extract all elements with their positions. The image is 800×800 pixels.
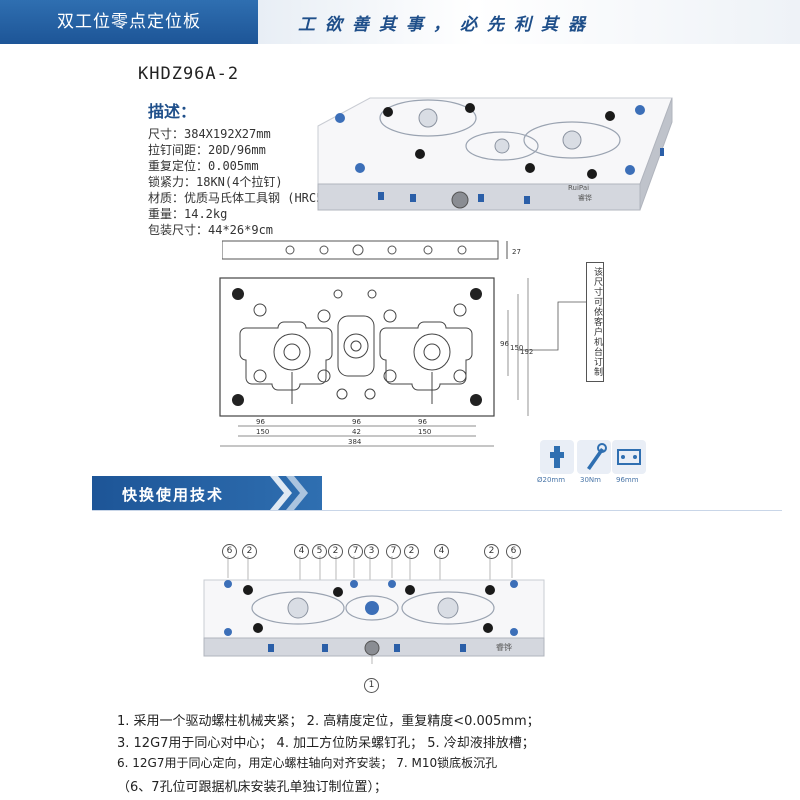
custom-size-note: 该尺寸可依客户机台订制 [586, 262, 604, 382]
callout-4-left: 4 [294, 538, 309, 559]
callout-4-right: 4 [434, 538, 449, 559]
banner-chevrons [270, 476, 308, 510]
slogan-text: 工欲善其事，必先利其器 [298, 15, 595, 35]
side-view-drawing: 27 [222, 240, 521, 260]
callout-1: 1 [364, 678, 379, 693]
note-line-3: 6. 12G7用于同心定向，用定心螺柱轴向对齐安装； 7. M10锁底板沉孔 [117, 756, 498, 770]
callout-5: 5 [312, 538, 327, 559]
spec-package: 包装尺寸：44*26*9cm [148, 223, 274, 237]
callout-2-right: 2 [484, 538, 499, 559]
page-title: 双工位零点定位板 [0, 0, 258, 44]
description-heading: 描述： [148, 102, 197, 121]
render-brand-en: RuiPai [568, 184, 589, 192]
dim-bottom-4: 96 [418, 418, 427, 426]
section-quick-change-title: 快换使用技术 [122, 486, 225, 504]
callout-6-right: 6 [506, 538, 521, 559]
pull-stud-icon [540, 440, 574, 474]
spacing-gauge-icon [612, 440, 646, 474]
dim-bottom-0: 96 [256, 418, 265, 426]
product-render: RuiPai 睿铧 [317, 97, 673, 211]
render-brand: 睿铧 [578, 193, 592, 202]
dim-bottom-6: 384 [348, 438, 362, 446]
dim-right-2: 192 [520, 348, 533, 356]
dim-bottom-5: 150 [418, 428, 431, 436]
callout-2-mid: 2 [328, 538, 343, 559]
spec-repeatability: 重复定位：0.005mm [148, 159, 259, 173]
side-dim-label: 27 [512, 248, 521, 256]
dim-bottom-2: 96 [352, 418, 361, 426]
callout-2-midright: 2 [404, 538, 419, 559]
top-view-drawing: 96 150 96 42 96 150 384 96 150 192 [219, 277, 533, 447]
note-leader-line [518, 301, 586, 351]
torque-caption: 30Nm [580, 476, 601, 484]
callout-row: 6 2 4 5 2 7 3 7 2 4 2 6 [222, 538, 522, 559]
spec-size: 尺寸：384X192X27mm [148, 127, 271, 141]
spec-pin-spacing: 拉钉间距：20D/96mm [148, 143, 266, 157]
section-quick-change-banner: 快换使用技术 [92, 476, 322, 510]
section-divider [92, 510, 782, 511]
spacing-caption: 96mm [616, 476, 639, 484]
note-line-2: 3. 12G7用于同心对中心； 4. 加工方位防呆螺钉孔； 5. 冷却液排放槽； [117, 736, 535, 751]
render-brand-2: 睿铧 [496, 642, 512, 652]
dim-bottom-1: 150 [256, 428, 269, 436]
note-line-4: （6、7孔位可跟据机床安装孔单独订制位置）； [117, 780, 388, 795]
callout-3: 3 [364, 538, 379, 559]
torque-wrench-icon [577, 440, 611, 474]
product-render-annotated: 睿铧 [203, 556, 545, 664]
slogan-banner: 工欲善其事，必先利其器 [258, 0, 800, 44]
spec-material: 材质：优质马氏体工具钢 (HRC55-58) [148, 191, 360, 205]
spec-clamp-force: 锁紧力：18KN(4个拉钉) [148, 175, 283, 189]
note-line-1: 1. 采用一个驱动螺柱机械夹紧； 2. 高精度定位，重复精度<0.005mm； [117, 714, 540, 729]
dim-right-1: 150 [510, 344, 523, 352]
callout-7-right: 7 [386, 538, 401, 559]
spec-weight: 重量：14.2kg [148, 207, 228, 221]
callout-6-left: 6 [222, 538, 237, 559]
dim-right-0: 96 [500, 340, 509, 348]
pull-stud-caption: Ø20mm [537, 476, 566, 484]
model-number: KHDZ96A-2 [138, 64, 240, 84]
dim-bottom-3: 42 [352, 428, 361, 436]
callout-2-left: 2 [242, 538, 257, 559]
callout-7-left: 7 [348, 538, 363, 559]
